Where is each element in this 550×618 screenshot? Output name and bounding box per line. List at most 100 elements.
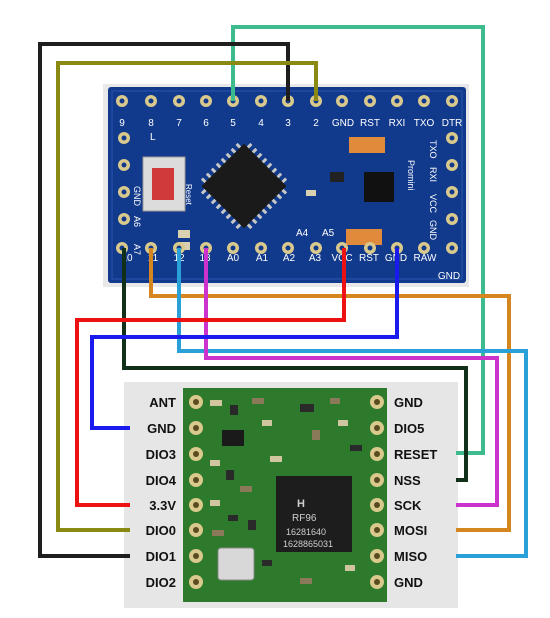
rfm-right-pad-7 (370, 575, 384, 589)
rfm-right-label-dio5-1: DIO5 (394, 421, 424, 436)
rfm-smd-part-16 (262, 560, 272, 566)
rf96-chip (276, 476, 352, 552)
arduino-right-pad-3 (446, 213, 458, 225)
arduino-right-pin-label-gnd-3: GND (428, 220, 438, 241)
wire-5-to-reset (231, 25, 485, 455)
rfm-smd-part-2 (252, 398, 264, 404)
rfm-left-pad-4 (189, 498, 203, 512)
arduino-bottom-pin-label-gnd-12: GND (438, 271, 460, 282)
wire-10-to-nss (122, 248, 468, 482)
arduino-left-pin-label-gnd: GND (132, 186, 142, 207)
arduino-top-pin-label-4-5: 4 (258, 118, 264, 129)
tantalum-cap-bottom (346, 229, 382, 245)
wire-gnd-to-gnd (90, 248, 399, 430)
reset-silk-label: Reset (184, 184, 193, 206)
arduino-left-pad-1 (118, 159, 130, 171)
rfm-smd-part-3 (262, 420, 272, 426)
arduino-top-pad-5 (255, 95, 267, 107)
arduino-bottom-pad-5 (255, 242, 267, 254)
rfm-right-pad-1 (370, 421, 384, 435)
rfm-smd-part-7 (226, 470, 234, 480)
rfm-right-label-nss-3: NSS (394, 473, 421, 488)
rf96-chip-code-1: 16281640 (286, 527, 326, 537)
arduino-left-pin-label-a7: A7 (132, 244, 142, 255)
arduino-right-pin-label-rxi-1: RXI (428, 167, 438, 182)
arduino-bottom-pin-label-a3-7: A3 (309, 253, 322, 264)
rf96-logo: H (297, 498, 305, 510)
arduino-right-pin-label-txo-0: TXO (428, 140, 438, 159)
promini-silk-label: Promini (406, 160, 416, 191)
a5-silk-label: A5 (322, 228, 335, 239)
wire-11-to-mosi (149, 248, 511, 532)
arduino-top-pad-0 (116, 95, 128, 107)
crystal-oscillator (217, 547, 255, 581)
arduino-bottom-pad-12 (446, 242, 458, 254)
arduino-top-pad-10 (391, 95, 403, 107)
rfm-smd-part-19 (228, 515, 238, 521)
arduino-bottom-pin-label-raw-11: RAW (414, 253, 438, 264)
arduino-right-pad-1 (446, 159, 458, 171)
rfm-smd-part-12 (338, 420, 348, 426)
rf96-chip-code-2: 1628865031 (283, 539, 333, 549)
arduino-left-pad-0 (118, 132, 130, 144)
rfm-right-label-mosi-5: MOSI (394, 523, 427, 538)
smd-component-1 (178, 230, 190, 238)
wires (38, 25, 528, 558)
rfm-left-pad-6 (189, 549, 203, 563)
arduino-bottom-pin-label-a2-6: A2 (283, 253, 296, 264)
rfm-smd-part-18 (345, 565, 355, 571)
rfm-right-label-miso-6: MISO (394, 549, 427, 564)
arduino-bottom-pin-label-a1-5: A1 (256, 253, 269, 264)
arduino-bottom-pad-6 (282, 242, 294, 254)
rfm-left-pad-7 (189, 575, 203, 589)
wire-2-to-dio0 (56, 61, 318, 532)
arduino-bottom-pin-label-10-0: 10 (121, 253, 133, 264)
rfm-right-pad-6 (370, 549, 384, 563)
arduino-top-pad-8 (336, 95, 348, 107)
arduino-top-pad-9 (364, 95, 376, 107)
smd-component-3 (306, 190, 316, 196)
rfm-smd-part-10 (248, 520, 256, 530)
led (330, 172, 344, 182)
arduino-top-pin-label-3-6: 3 (285, 118, 291, 129)
rfm-smd-part-13 (350, 445, 362, 451)
rf-switch-ic (222, 430, 244, 446)
arduino-bottom-pad-9 (364, 242, 376, 254)
rfm-right-pad-0 (370, 395, 384, 409)
arduino-top-pin-label-6-3: 6 (203, 118, 209, 129)
arduino-top-pin-label-dtr-12: DTR (442, 118, 463, 129)
arduino-top-pad-12 (446, 95, 458, 107)
rfm-smd-part-15 (270, 456, 282, 462)
rfm-right-label-gnd-0: GND (394, 395, 423, 410)
rf96-chip-name: RF96 (292, 513, 317, 524)
rfm-smd-part-1 (230, 405, 238, 415)
wire-12-to-miso (177, 248, 528, 558)
arduino-top-pad-1 (145, 95, 157, 107)
rfm-left-label-ant: ANT (149, 395, 176, 410)
arduino-top-pin-label-7-2: 7 (176, 118, 182, 129)
arduino-bottom-pin-label-11-1: 11 (148, 253, 159, 264)
rfm-smd-part-17 (300, 578, 312, 584)
rfm-smd-part-8 (240, 486, 252, 492)
rfm-left-label-dio3: DIO3 (146, 447, 176, 462)
l-silk-label: L (150, 132, 156, 143)
arduino-left-pad-2 (118, 186, 130, 198)
reset-button-cap (152, 168, 174, 200)
reset-button-body (142, 156, 186, 212)
arduino-right-pad-0 (446, 132, 458, 144)
arduino-right-pad-2 (446, 186, 458, 198)
rfm-left-pad-2 (189, 447, 203, 461)
arduino-left-pad-3 (118, 213, 130, 225)
rfm-smd-part-4 (300, 404, 314, 412)
rfm-left-label-dio1: DIO1 (146, 549, 176, 564)
rfm-right-pad-4 (370, 498, 384, 512)
rfm-right-pad-3 (370, 473, 384, 487)
a4-silk-label: A4 (296, 228, 309, 239)
rfm-left-label-dio0: DIO0 (146, 523, 176, 538)
arduino-top-pin-label-5-4: 5 (230, 118, 236, 129)
arduino-top-pin-label-9-0: 9 (119, 118, 125, 129)
arduino-bottom-pad-7 (310, 242, 322, 254)
rfm-smd-part-5 (330, 398, 340, 404)
rfm-left-label-dio4: DIO4 (146, 473, 177, 488)
